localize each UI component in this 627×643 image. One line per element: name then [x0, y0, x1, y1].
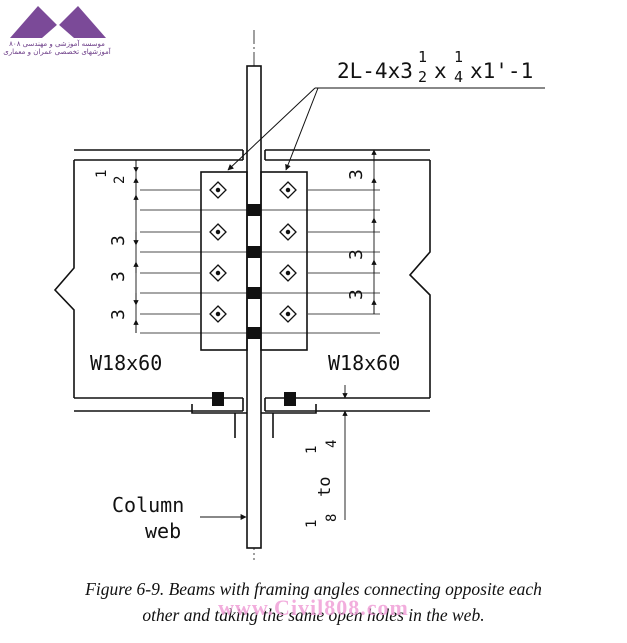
left-beam-label: W18x60: [90, 351, 162, 375]
web-bolt: [247, 287, 261, 299]
logo-line-2: آموزشهای تخصصی عمران و معماری: [3, 48, 111, 56]
callout-frac2-den: 4: [454, 68, 463, 86]
bolt-hole-icon: [279, 264, 297, 282]
right-dim-b: 3: [346, 249, 367, 260]
right-bolt-holes: [279, 181, 297, 323]
gap-num2: 1: [304, 446, 320, 454]
callout-tail: x1'-1: [470, 59, 533, 83]
callout-x: x: [434, 59, 447, 83]
bolt-hole-icon: [209, 305, 227, 323]
left-dim-a: 3: [108, 235, 129, 246]
right-beam-label: W18x60: [328, 351, 400, 375]
column-label-line2: web: [145, 519, 181, 543]
callout-frac2-num: 1: [454, 48, 463, 66]
left-dimensions: 1 2 3 3 3: [94, 170, 129, 320]
right-framing-angle: [260, 171, 308, 351]
logo-line-1: موسسه آموزشی و مهندسی ۸۰۸: [9, 40, 105, 48]
left-dim-c: 3: [108, 309, 129, 320]
right-dim-c: 3: [346, 289, 367, 300]
gap-dimension-line: [322, 385, 352, 520]
left-beam: [53, 149, 244, 412]
callout-frac1-num: 1: [418, 48, 427, 66]
bolt-hole-icon: [279, 181, 297, 199]
seat-bolt: [284, 392, 296, 406]
bolt-hole-icon: [279, 305, 297, 323]
web-bolt: [247, 246, 261, 258]
column-label-line1: Column: [112, 493, 184, 517]
left-dim-b: 3: [108, 271, 129, 282]
angle-callout: 2L-4x3 1 2 x 1 4 x1'-1: [337, 48, 533, 86]
bolt-hole-icon: [279, 223, 297, 241]
left-framing-angle: [200, 171, 248, 351]
right-dim-a: 3: [346, 169, 367, 180]
left-dimension-line: [131, 159, 146, 333]
seat-bolt: [212, 392, 224, 406]
seat-angles: [191, 404, 317, 438]
caption-line-2: other and taking the same open holes in …: [142, 605, 485, 625]
caption-line-1: Figure 6-9. Beams with framing angles co…: [85, 579, 542, 599]
logo-text: موسسه آموزشی و مهندسی ۸۰۸ آموزشهای تخصصی…: [2, 40, 112, 56]
callout-main: 2L-4x3: [337, 59, 413, 83]
web-bolt: [247, 204, 261, 216]
gap-den2: 4: [324, 440, 340, 448]
gap-den1: 8: [324, 514, 340, 522]
bolt-hole-icon: [209, 223, 227, 241]
bolt-hole-icon: [209, 264, 227, 282]
left-dim-top-den: 2: [112, 176, 128, 184]
gap-num1: 1: [304, 520, 320, 528]
logo-mark-icon: [10, 6, 106, 38]
left-dim-top-num: 1: [94, 170, 110, 178]
column-web: [246, 65, 262, 549]
web-bolt: [247, 327, 261, 339]
callout-frac1-den: 2: [418, 68, 427, 86]
seat-bolts: [212, 392, 296, 406]
bolt-hole-icon: [209, 181, 227, 199]
callout-leaders: [227, 87, 545, 171]
gap-to: to: [315, 477, 335, 497]
gap-dimension-text: 1 8 to 1 4: [304, 440, 340, 528]
figure-caption: Figure 6-9. Beams with framing angles co…: [0, 576, 627, 628]
web-bolts: [247, 204, 261, 339]
right-dimensions: 3 3 3: [346, 169, 367, 300]
left-bolt-holes: [209, 181, 227, 323]
right-dimension-line: [368, 149, 380, 314]
